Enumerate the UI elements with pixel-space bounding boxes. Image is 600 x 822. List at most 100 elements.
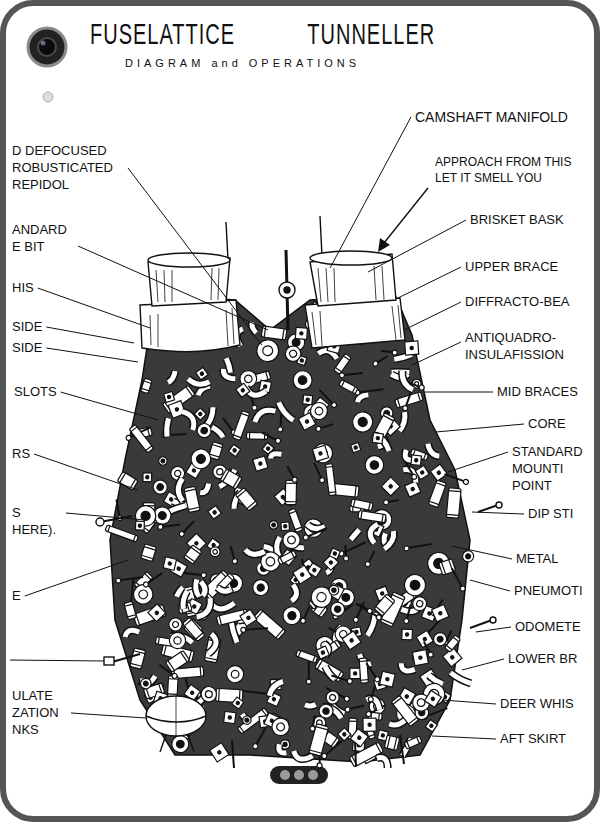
leader-line — [78, 246, 268, 330]
tube-ring — [447, 514, 459, 515]
ring — [411, 595, 429, 613]
pipe-outline — [197, 598, 215, 620]
part-label: SIDE — [12, 340, 42, 357]
machine-part — [325, 464, 336, 496]
tube-ring — [408, 717, 417, 724]
machine-part — [165, 371, 178, 382]
machine-part — [285, 465, 298, 483]
rod-knob — [302, 534, 309, 541]
machine-part — [401, 598, 423, 617]
ring-core — [289, 349, 298, 358]
part-label: DIFFRACTO-BEA — [465, 294, 570, 311]
ring-core — [314, 406, 324, 416]
machine-part — [300, 515, 326, 541]
tower-band — [140, 300, 240, 352]
machine-part — [235, 488, 257, 511]
tube — [105, 525, 138, 542]
tube-ring — [164, 644, 167, 655]
machine-part — [241, 626, 269, 633]
pipe-outline — [217, 587, 230, 593]
tube-ring — [219, 616, 221, 625]
tube-ring — [186, 387, 193, 396]
machine-part — [404, 541, 433, 551]
machine-part — [399, 660, 415, 675]
part-label: UPPER BRACE — [465, 259, 558, 276]
bracket-box — [405, 481, 421, 497]
machine-part — [315, 422, 334, 432]
machine-part — [345, 703, 365, 713]
machine-part — [182, 570, 207, 578]
pipe-body — [399, 660, 415, 675]
tube-ring — [453, 637, 459, 642]
ring — [281, 605, 302, 626]
machine-part — [253, 456, 268, 471]
bolt — [376, 436, 380, 440]
rod — [444, 474, 466, 482]
machine-part — [302, 526, 327, 541]
machine-towers — [96, 216, 502, 768]
ring-core — [465, 553, 472, 560]
tube — [165, 650, 189, 672]
bracket-box — [312, 445, 328, 461]
rod — [182, 573, 204, 575]
machine-part — [428, 480, 446, 508]
tube-ring — [353, 499, 355, 507]
leader-line — [10, 660, 104, 661]
tube-ring — [397, 399, 400, 407]
machine-part — [117, 472, 138, 491]
ring — [329, 585, 340, 596]
rod-knob — [116, 578, 122, 584]
machine-part — [158, 522, 181, 530]
rod-knob — [392, 350, 398, 356]
machine-part — [342, 631, 361, 650]
pipe-body — [369, 523, 379, 543]
bolt — [321, 650, 325, 654]
tube-ring — [262, 710, 266, 716]
bracket-box — [430, 464, 447, 481]
rod-knob — [459, 585, 466, 592]
pipe-body — [401, 598, 423, 617]
machine-part — [381, 477, 400, 496]
rod — [342, 373, 363, 375]
bolt — [385, 677, 389, 681]
machine-part — [415, 466, 429, 480]
machine — [105, 291, 476, 768]
tube-ring — [446, 645, 452, 650]
tube — [220, 469, 242, 489]
bolt — [266, 446, 270, 450]
tube-ring — [212, 444, 222, 447]
ring — [190, 448, 213, 471]
rod-knob — [142, 581, 149, 588]
tube-ring — [387, 736, 390, 749]
machine-part — [276, 744, 287, 755]
rod-knob — [310, 726, 316, 732]
ring-core — [143, 681, 149, 687]
tube-ring — [282, 329, 284, 340]
machine-part — [295, 327, 307, 339]
rod-knob — [251, 405, 257, 411]
bolt — [380, 591, 384, 595]
tube — [261, 326, 287, 340]
bracket-box — [232, 697, 244, 709]
bracket-box — [380, 671, 396, 687]
bolt — [228, 716, 232, 720]
rod-knob — [404, 545, 410, 551]
tube-ring — [424, 454, 426, 460]
rod-knob — [158, 524, 164, 530]
rod-knob — [364, 561, 371, 568]
tube — [130, 648, 146, 669]
bolt — [342, 732, 347, 737]
bolt — [272, 697, 276, 701]
machine-part — [369, 523, 379, 543]
bolt — [236, 701, 240, 705]
ring-core — [175, 739, 185, 749]
machine-part — [130, 648, 146, 669]
bolt — [305, 419, 309, 423]
bolt — [258, 462, 262, 466]
bolt — [232, 448, 236, 452]
pipe-outline — [182, 590, 187, 609]
part-label: AFT SKIRT — [500, 731, 566, 748]
tube-ring — [191, 547, 200, 554]
rod-knob — [345, 707, 351, 713]
rod-knob — [496, 502, 502, 508]
